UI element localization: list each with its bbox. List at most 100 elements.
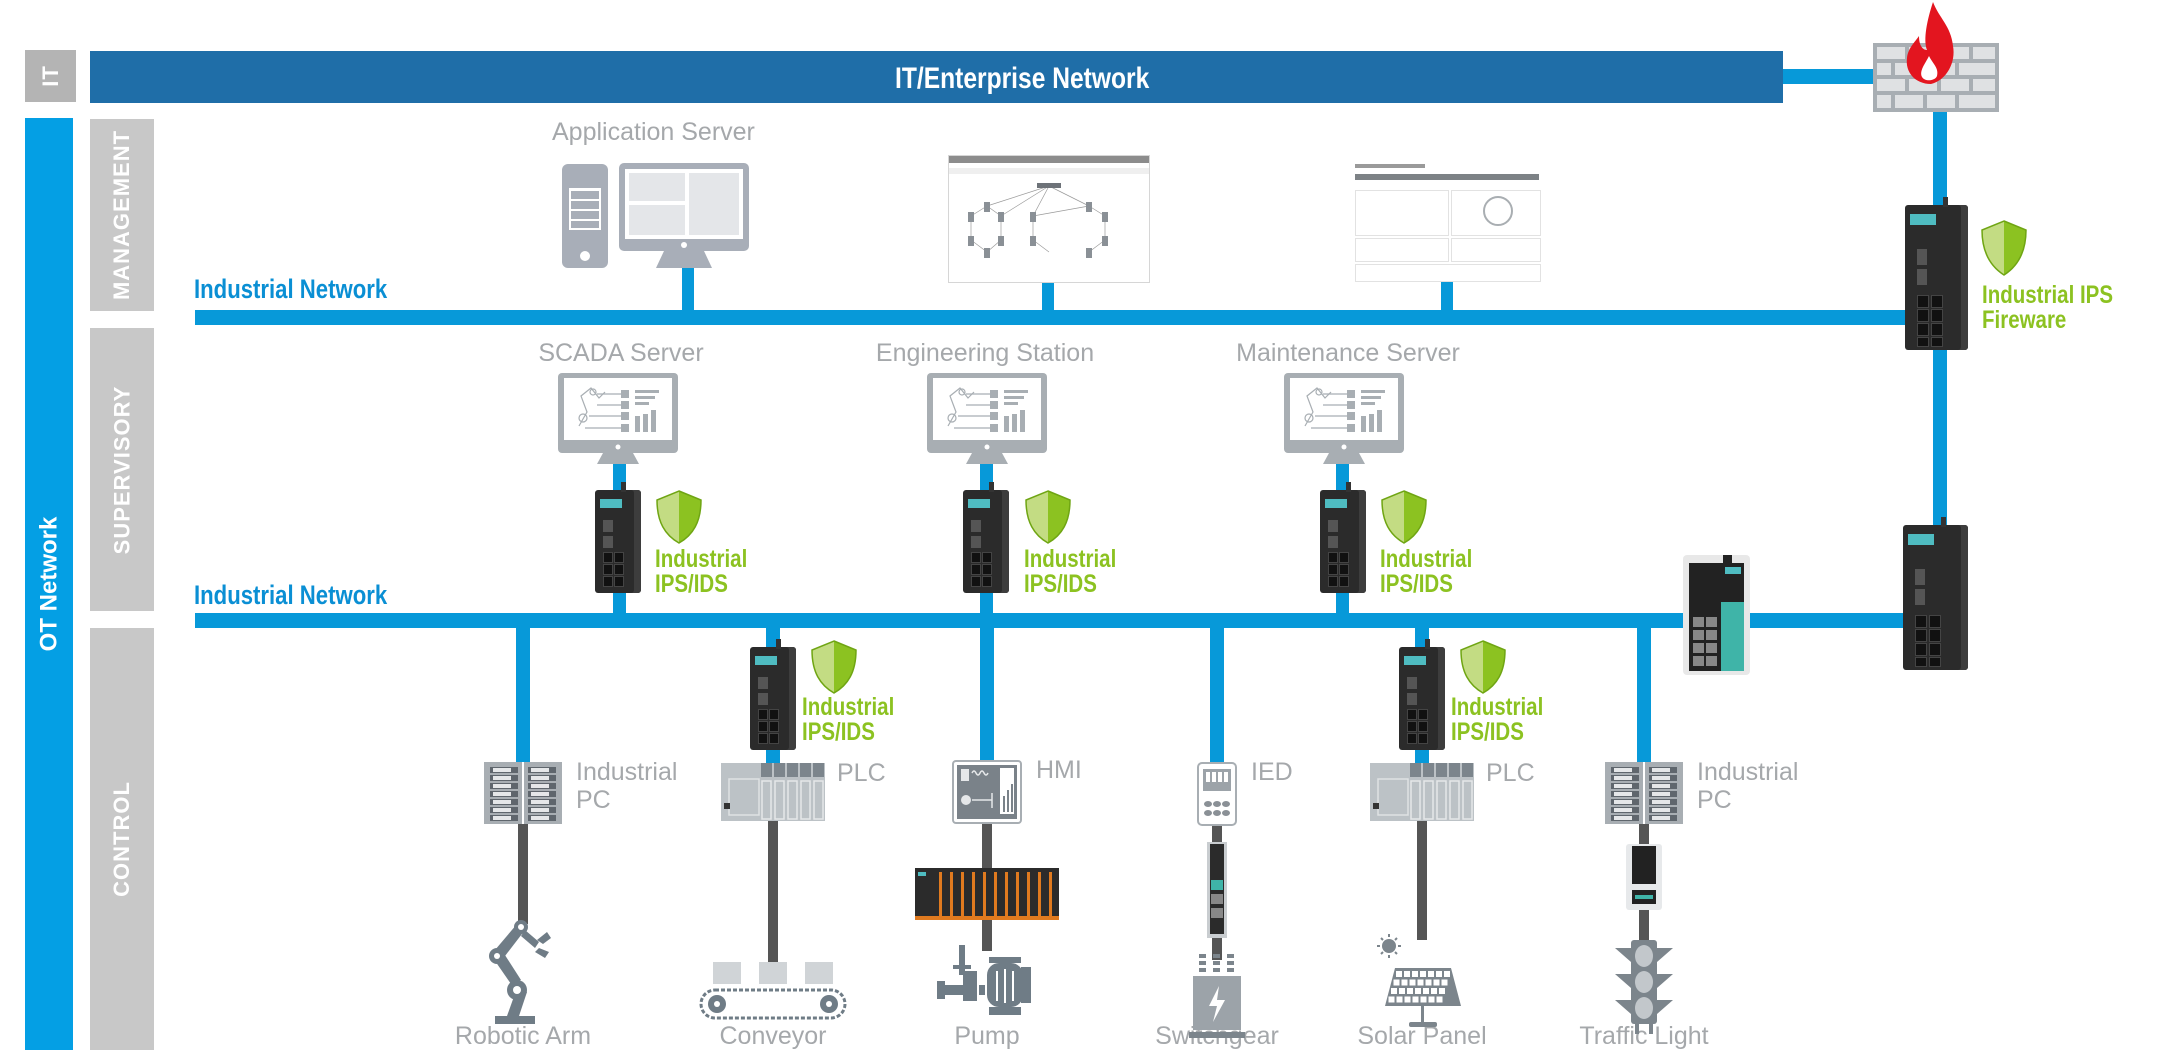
switchgear-icon [1189, 954, 1245, 1038]
protection-label-line2: IPS/IDS [1024, 570, 1097, 598]
enterprise-network-bar: IT/Enterprise Network [90, 51, 1783, 103]
control-drop-link [1210, 626, 1224, 766]
application-server-link [682, 268, 694, 312]
industrial-ips-firewall-device[interactable] [1905, 197, 1968, 350]
endpoint-pump[interactable] [937, 945, 1037, 1017]
it-zone-tab: IT [25, 50, 76, 102]
endpoint-robot[interactable] [483, 918, 563, 1028]
control-device-label-line: PC [576, 786, 611, 814]
control-device-label-line: PLC [837, 759, 886, 787]
control-ips-device[interactable] [750, 639, 796, 750]
enterprise-network-label: IT/Enterprise Network [895, 62, 1150, 95]
solar-panel-icon [1377, 934, 1461, 1027]
enterprise-to-firewall-link [1783, 69, 1878, 84]
firewall[interactable] [1873, 0, 1999, 112]
topology-graph-icon [968, 183, 1108, 258]
scada-monitor-icon [1284, 373, 1404, 464]
ied-icon [1197, 762, 1237, 826]
ips-firewall-label: Industrial IPS Fireware [1982, 283, 2113, 333]
protection-label-line2: IPS/IDS [1380, 570, 1453, 598]
layer-label-supervisory: SUPERVISORY [109, 385, 134, 554]
control-device-hmi[interactable] [952, 760, 1022, 824]
shield-icon [656, 490, 702, 544]
control-device-label: HMI [1036, 756, 1082, 784]
protection-label-line2: IPS/IDS [1451, 718, 1524, 746]
shield-icon [1981, 220, 2027, 276]
maintenance-server[interactable] [1283, 372, 1405, 469]
layer-tab-supervisory: SUPERVISORY [90, 328, 154, 611]
it-zone-label: IT [37, 65, 63, 87]
ot-zone-label: OT Network [35, 516, 62, 652]
control-device-plc[interactable] [1370, 763, 1474, 821]
firewall-icon [1873, 2, 1999, 112]
protection-label-line1: Industrial [1024, 545, 1117, 573]
control-drop-link [516, 626, 530, 766]
control-device-label-line: Industrial [576, 758, 678, 786]
shield-icon [811, 640, 857, 694]
server-monitor-icon [562, 163, 749, 268]
maintenance-server-label: Maintenance Server [1236, 339, 1460, 367]
ot-zone-bar: OT Network [25, 118, 73, 1050]
plc-icon [1370, 763, 1474, 821]
control-device-ipc[interactable] [1605, 762, 1683, 824]
serial-device-server[interactable] [1626, 844, 1662, 910]
application-server[interactable] [560, 162, 750, 272]
pump-icon [937, 945, 1031, 1015]
scada-server-label: SCADA Server [538, 339, 704, 367]
control-device-label: IED [1251, 758, 1293, 786]
protection-label-line2: IPS/IDS [655, 570, 728, 598]
control-ips-device[interactable] [1399, 639, 1445, 750]
scada-monitor-icon [927, 373, 1047, 464]
application-server-label: Application Server [552, 118, 755, 146]
control-drop-link [1637, 626, 1651, 766]
endpoint-label: Traffic Light [1579, 1022, 1709, 1050]
control-device-label: PLC [1486, 759, 1535, 787]
remote-io-module[interactable] [915, 868, 1059, 920]
control-device-plc[interactable] [721, 763, 825, 821]
management-network-line [195, 310, 1910, 325]
endpoint-conveyor[interactable] [698, 962, 848, 1022]
engineering-ips-device[interactable] [963, 482, 1009, 593]
engineering-station[interactable] [926, 372, 1048, 469]
plc-icon [721, 763, 825, 821]
ethernet-switch[interactable] [1683, 555, 1750, 675]
endpoint-traffic[interactable] [1615, 940, 1673, 1036]
maintenance-ips-device[interactable] [1320, 482, 1366, 593]
layer-tab-control: CONTROL [90, 628, 154, 1050]
ips-firewall-label-line1: Industrial IPS [1982, 281, 2114, 309]
protocol-gateway[interactable] [1207, 842, 1227, 938]
endpoint-solar[interactable] [1377, 934, 1467, 1030]
control-device-ied[interactable] [1197, 762, 1237, 826]
management-network-label: Industrial Network [194, 274, 388, 304]
scada-ips-device[interactable] [595, 482, 641, 593]
shield-icon [1460, 640, 1506, 694]
endpoint-switchgear[interactable] [1189, 954, 1245, 1040]
robotic-arm-icon [489, 920, 551, 1024]
shield-icon [1025, 490, 1071, 544]
endpoint-label: Conveyor [719, 1022, 827, 1050]
security-dashboard-screenshot[interactable] [1353, 160, 1541, 282]
control-device-label: PLC [837, 759, 886, 787]
hmi-icon [952, 760, 1022, 824]
layer-label-management: MANAGEMENT [109, 129, 135, 301]
control-device-ipc[interactable] [484, 762, 562, 824]
control-device-label-line: HMI [1036, 756, 1082, 784]
shield-icon [1381, 490, 1427, 544]
traffic-light-icon [1615, 940, 1673, 1034]
control-device-label-line: IED [1251, 758, 1293, 786]
protection-label-line1: Industrial [655, 545, 748, 573]
fieldbus-link [1417, 821, 1427, 940]
scada-server[interactable] [557, 372, 679, 469]
industrial-ips-device-core[interactable] [1903, 517, 1968, 670]
fieldbus-link [768, 821, 778, 968]
network-topology-screenshot[interactable] [948, 155, 1150, 283]
control-device-label-line: PC [1697, 786, 1732, 814]
conveyor-icon [699, 962, 847, 1020]
control-device-label-line: Industrial [1697, 758, 1799, 786]
control-drop-link [980, 626, 994, 764]
protection-label-line1: Industrial [1380, 545, 1473, 573]
maintenance-protection-label: Industrial IPS/IDS [1380, 547, 1472, 597]
